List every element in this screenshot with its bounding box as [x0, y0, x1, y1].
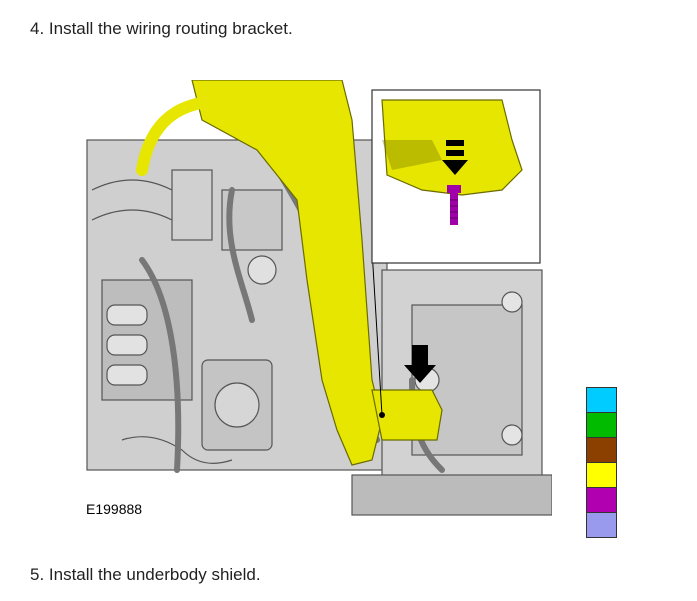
- legend-swatch-green: [586, 412, 617, 437]
- down-arrow-icon: [442, 140, 468, 175]
- callout-leader-line: [371, 249, 383, 416]
- detail-inset: [371, 89, 541, 264]
- engine-illustration: E199888: [82, 80, 552, 520]
- step-4-instruction: 4. Install the wiring routing bracket.: [30, 19, 293, 38]
- legend-swatch-magenta: [586, 487, 617, 512]
- push-pin-fastener: [447, 185, 461, 225]
- down-arrow-icon: [404, 345, 436, 383]
- step-5-instruction: 5. Install the underbody shield.: [30, 565, 261, 584]
- figure-id-label: E199888: [86, 501, 142, 517]
- callout-dot: [379, 412, 385, 418]
- wiring-routing-bracket: [136, 80, 443, 466]
- legend-swatch-cyan: [586, 387, 617, 412]
- color-legend: [586, 387, 617, 538]
- legend-swatch-lavender: [586, 512, 617, 538]
- legend-swatch-brown: [586, 437, 617, 462]
- legend-swatch-yellow: [586, 462, 617, 487]
